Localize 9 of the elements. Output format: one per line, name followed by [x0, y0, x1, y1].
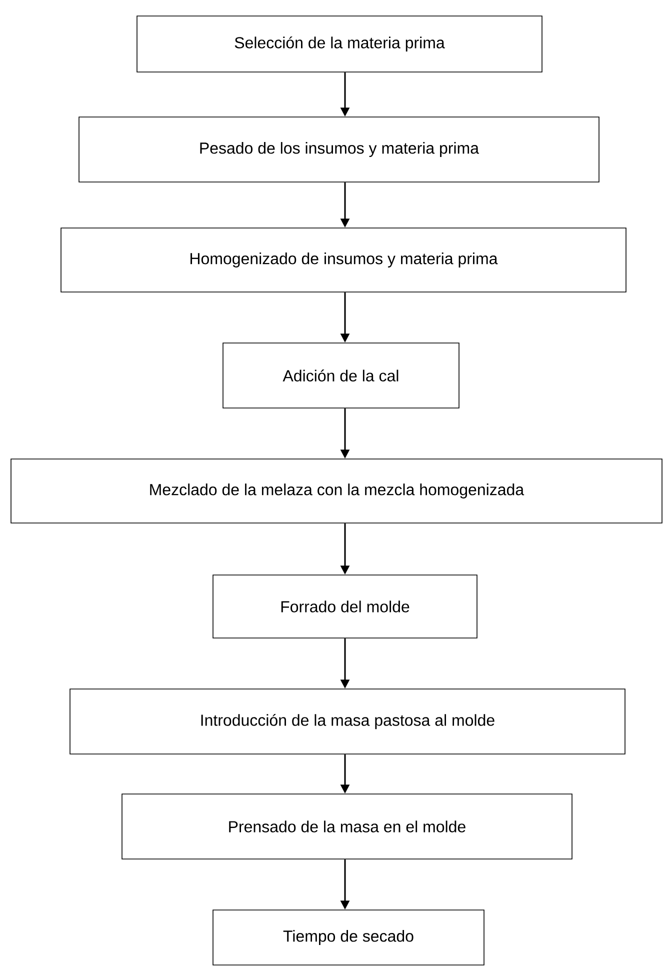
process-box: Selección de la materia prima [136, 16, 542, 72]
process-box: Forrado del molde [212, 574, 478, 638]
process-box: Introducción de la masa pastosa al molde [70, 688, 626, 754]
process-box: Pesado de los insumos y materia prima [78, 116, 600, 182]
process-box: Mezclado de la melaza con la mezcla homogenizada [10, 458, 662, 524]
process-box: Adición de la cal [222, 342, 460, 408]
process-box: Homogenizado de insumos y materia prima [60, 228, 626, 292]
process-box: Tiempo de secado [212, 910, 484, 966]
process-box: Prensado de la masa en el molde [122, 794, 572, 860]
